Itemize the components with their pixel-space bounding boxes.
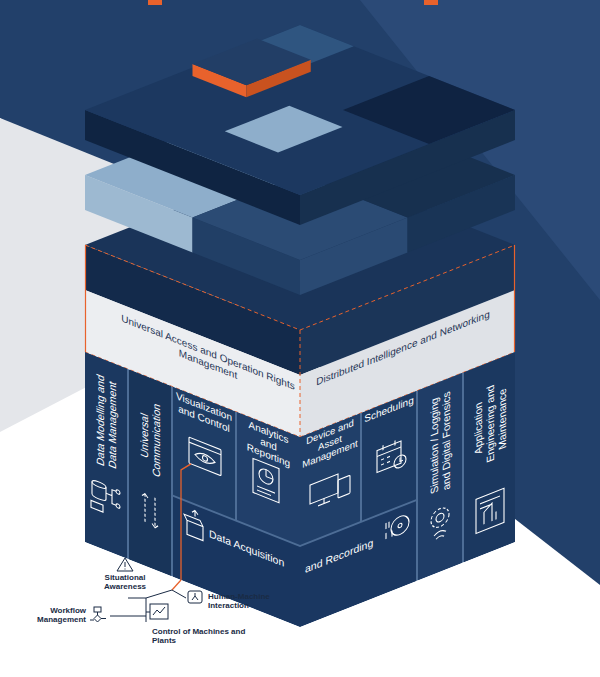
left-face-drawing (85, 352, 300, 627)
column-title: Data Modelling and Data Management (94, 364, 118, 482)
vertical-column: Data Modelling and Data Management (85, 352, 127, 559)
column-icons (394, 453, 406, 470)
column-icons (398, 523, 402, 529)
column-icons (338, 475, 350, 498)
column-icons (391, 513, 409, 538)
vertical-column: Universal Communication (129, 369, 171, 576)
left-face-drawing (173, 497, 300, 627)
column-title: Application Engineering and Maintenance (471, 369, 507, 479)
callout-icons (192, 593, 198, 600)
left-face-drawing (85, 352, 127, 559)
column-icons (400, 456, 403, 461)
column-icons (434, 529, 446, 540)
background (148, 0, 162, 5)
column-icons (92, 479, 106, 490)
column-icons (377, 438, 401, 466)
callout-label: Workflow Management (28, 606, 86, 624)
column-icons (386, 521, 392, 539)
callout-label: Human-Machine Interaction (208, 592, 282, 610)
column-icons (436, 512, 444, 523)
right-face-drawing (362, 391, 416, 520)
column-icons (92, 482, 106, 502)
column-icons (91, 500, 103, 512)
callout-tree (110, 590, 186, 622)
callout-icons (150, 604, 168, 619)
left-face-drawing (129, 369, 171, 576)
column-icons (253, 458, 279, 502)
left-face-drawing (237, 412, 300, 545)
top-layer (193, 39, 311, 86)
column-icons (257, 466, 275, 497)
left-face-drawing (173, 387, 235, 520)
column-icons (203, 455, 208, 462)
column-icons (189, 437, 221, 476)
callout-icons (94, 607, 101, 612)
background (424, 0, 438, 5)
column-icons (476, 488, 504, 533)
callout-label: Control of Machines and Plants (152, 627, 252, 645)
column-title: Simulation / Logging and Digital Forensi… (428, 384, 452, 504)
callout-icons (153, 607, 165, 615)
right-face-drawing (464, 352, 515, 562)
column-title: Universal Communication (138, 379, 162, 497)
column-icons (318, 496, 330, 506)
top-layer (343, 76, 515, 144)
right-face-drawing (418, 373, 462, 580)
column-icons (116, 503, 120, 509)
column-icons (106, 487, 116, 505)
column-icons (184, 506, 203, 541)
top-layer (85, 25, 515, 195)
top-layer (85, 25, 515, 225)
column-icons (189, 442, 221, 455)
callout-icons (90, 612, 106, 622)
right-face-drawing (300, 352, 515, 627)
column-icons (145, 494, 155, 528)
column-icons (142, 493, 158, 529)
right-face-drawing (300, 501, 416, 627)
callout-icons (188, 591, 202, 603)
column-icons (195, 450, 215, 466)
callout-icons (125, 562, 126, 570)
callout-tree (172, 580, 181, 590)
column-icons (116, 489, 120, 495)
background (0, 0, 600, 585)
vertical-column: Simulation / Logging and Digital Forensi… (418, 373, 462, 580)
column-icons (431, 505, 449, 530)
callout-label: Situational Awareness (86, 573, 164, 591)
column-icons (480, 496, 500, 526)
background (0, 0, 600, 585)
right-face-drawing (300, 413, 360, 545)
top-layer (225, 106, 343, 153)
leader-line (181, 460, 191, 584)
vertical-column: Application Engineering and Maintenance (464, 352, 515, 562)
